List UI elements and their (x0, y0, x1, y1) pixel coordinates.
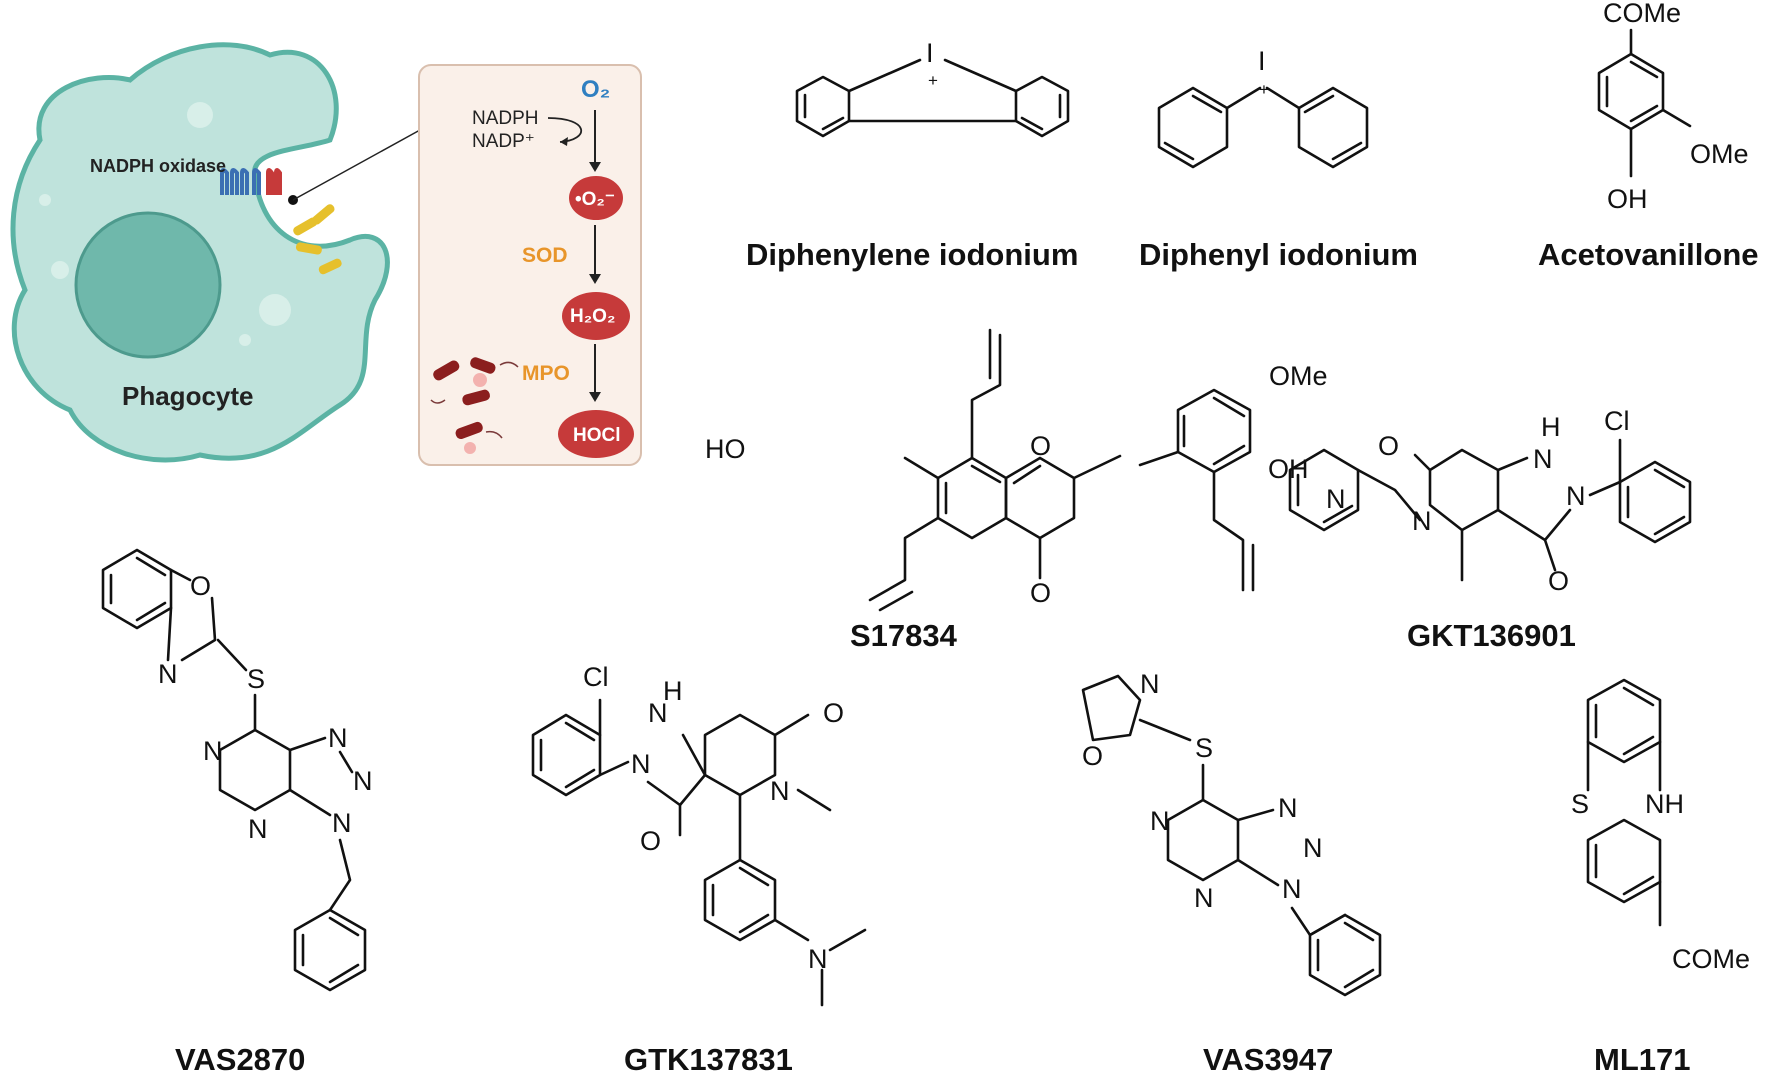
oxazole-oxygen: O (1082, 741, 1103, 771)
hocl-label: HOCl (573, 425, 621, 446)
hydroxy-group: HO (705, 434, 746, 464)
bacterium (295, 242, 322, 255)
sod-label: SOD (522, 244, 568, 267)
pyrimidine-nitrogen: N (203, 736, 223, 766)
compound-name-diphenyl-iodonium: Diphenyl iodonium (1139, 237, 1418, 272)
carbonyl-oxygen: O (1548, 566, 1569, 596)
peroxide-label: H₂O₂ (570, 306, 615, 327)
compound-name-ml171: ML171 (1594, 1042, 1690, 1076)
superoxide-node (569, 176, 623, 220)
vesicle (39, 194, 51, 206)
charge-plus: + (1259, 80, 1269, 99)
chloro-group: Cl (1604, 406, 1630, 436)
acyl-group: COMe (1672, 944, 1750, 974)
enzyme-label: NADPH oxidase (90, 156, 226, 176)
oxazole-oxygen: O (190, 571, 211, 601)
triazole-nitrogen: N (1278, 793, 1298, 823)
compound-name-vas3947: VAS3947 (1203, 1042, 1333, 1076)
vesicle (51, 261, 69, 279)
bacterium (293, 217, 318, 236)
phagocyte-cell: NADPH oxidase Phagocyte (10, 42, 421, 463)
vesicle (187, 102, 213, 128)
killed-bacteria (430, 357, 519, 454)
carbonyl-oxygen: O (640, 826, 661, 856)
amide-nitrogen: N (770, 776, 790, 806)
ros-pathway-panel: O₂ NADPH NADP⁺ •O₂⁻ SOD H₂O₂ MPO HOCl (418, 64, 642, 466)
vesicle (239, 334, 251, 346)
pyrazole-nh: H (1541, 412, 1561, 442)
bacterium (312, 204, 335, 225)
phenothiazine-sulfur: S (1571, 789, 1589, 819)
carbonyl-oxygen: O (823, 698, 844, 728)
chloro-group: Cl (583, 662, 609, 692)
compound-name-gtk137831: GTK137831 (624, 1042, 793, 1076)
bacterium (318, 258, 342, 275)
structure-gkt136901: N N O H N N O Cl GKT136901 (1288, 406, 1692, 653)
triazole-nitrogen: N (328, 723, 348, 753)
carbonyl-oxygen: O (1378, 431, 1399, 461)
superoxide-label: •O₂⁻ (575, 189, 615, 210)
triazole-nitrogen: N (353, 766, 373, 796)
phenothiazine-nh: NH (1645, 789, 1684, 819)
methoxy-group: OMe (1269, 361, 1328, 391)
callout-line (292, 129, 421, 201)
pyrazole-nh: H (663, 676, 683, 706)
compound-name-s17834: S17834 (850, 618, 958, 653)
cofactor-arrow (547, 117, 582, 143)
iodine-atom: I (926, 38, 934, 68)
triazole-nitrogen: N (332, 808, 352, 838)
cell-label: Phagocyte (122, 381, 254, 411)
peroxide-node (562, 292, 630, 340)
hydroxy-group: OH (1268, 454, 1309, 484)
thioether-sulfur: S (247, 664, 265, 694)
structure-diphenyl-iodonium: I + Diphenyl iodonium (1139, 46, 1418, 272)
ring-oxygen: O (1030, 431, 1051, 461)
pyrazole-nitrogen: N (1566, 481, 1586, 511)
triazole-nitrogen: N (1303, 833, 1323, 863)
amide-nitrogen: N (1412, 506, 1432, 536)
acyl-group: COMe (1603, 0, 1681, 28)
vesicle (259, 294, 291, 326)
ketone-oxygen: O (1030, 578, 1051, 608)
compound-name-vas2870: VAS2870 (175, 1042, 305, 1076)
compound-name-acetovanillone: Acetovanillone (1538, 237, 1759, 272)
hydroxy-group: OH (1607, 184, 1648, 214)
structure-vas3947: N O S N N N N N VAS3947 (1081, 669, 1382, 1076)
compound-name-gkt136901: GKT136901 (1407, 618, 1576, 653)
structure-diphenylene-iodonium: I + Diphenylene iodonium (746, 38, 1078, 272)
structure-gtk137831: Cl H N N O N O N GTK137831 (531, 662, 867, 1076)
pyrimidine-nitrogen: N (1194, 883, 1214, 913)
oxazole-nitrogen: N (1140, 669, 1160, 699)
oxygen-label: O₂ (581, 76, 610, 103)
thioether-sulfur: S (1195, 733, 1213, 763)
compound-name-diphenylene-iodonium: Diphenylene iodonium (746, 237, 1078, 272)
triazole-nitrogen: N (1282, 874, 1302, 904)
pyridine-nitrogen: N (1326, 484, 1346, 514)
structure-acetovanillone: COMe OMe OH Acetovanillone (1538, 0, 1759, 272)
pyrazole-nitrogen: N (631, 749, 651, 779)
pyrazole-nitrogen: N (1533, 444, 1553, 474)
nadph-label: NADPH (472, 108, 539, 129)
dimethylamino-nitrogen: N (808, 944, 828, 974)
structure-s17834: O O HO OMe OH S17834 (705, 328, 1328, 653)
charge-plus: + (928, 71, 938, 90)
structure-vas2870: O N S N N N N N VAS2870 (101, 548, 373, 1076)
nadp-label: NADP⁺ (472, 131, 535, 152)
iodine-atom: I (1258, 46, 1266, 76)
pyrimidine-nitrogen: N (248, 814, 268, 844)
pyrazole-nitrogen: N (648, 698, 668, 728)
hocl-node (558, 410, 634, 458)
oxazole-nitrogen: N (158, 659, 178, 689)
pyrimidine-nitrogen: N (1150, 806, 1170, 836)
structure-ml171: S NH COMe ML171 (1571, 678, 1750, 1076)
methoxy-group: OMe (1690, 139, 1749, 169)
mpo-label: MPO (522, 362, 570, 385)
cell-nucleus (74, 211, 222, 359)
